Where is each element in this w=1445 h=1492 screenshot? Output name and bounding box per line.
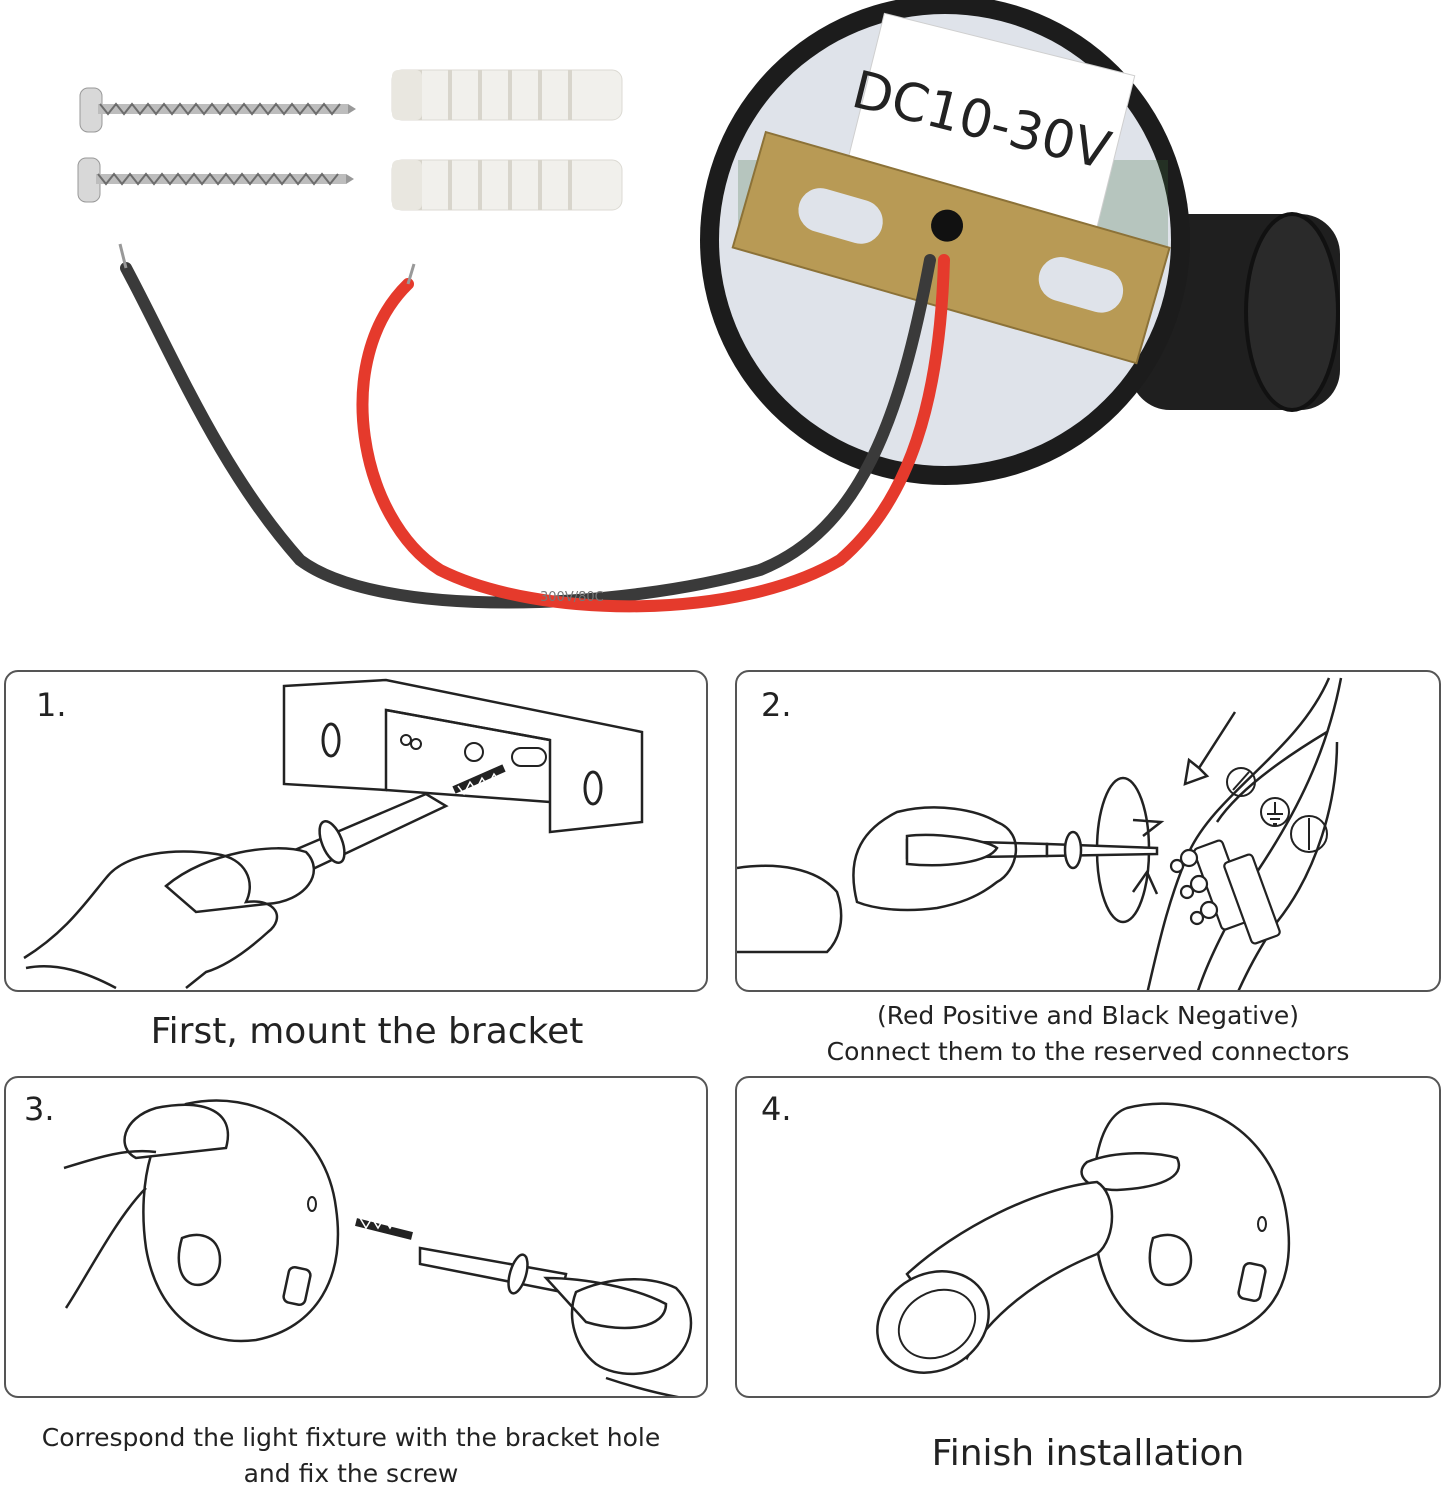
wall-anchor-icon (391, 159, 623, 211)
caption-line: First, mount the bracket (150, 1011, 584, 1052)
step-2-panel: 2. (735, 670, 1441, 992)
caption-line: Correspond the light fixture with the br… (41, 1423, 661, 1452)
wire-print: 300V/80C (540, 590, 604, 605)
step-number: 4. (761, 1090, 792, 1128)
step-number: 1. (36, 686, 67, 724)
step-4-caption: Finish installation (735, 1432, 1441, 1476)
screw-icon (79, 87, 356, 133)
caption-line: Connect them to the reserved connectors (826, 1037, 1350, 1066)
step-4-illustration (876, 1102, 1291, 1374)
step-1-panel: 1. (4, 670, 708, 992)
step-3-illustration (63, 1099, 693, 1396)
step-number: 3. (24, 1090, 55, 1128)
screw-icon (77, 157, 354, 203)
black-wire (120, 254, 936, 609)
caption-line: (Red Positive and Black Negative) (876, 1001, 1300, 1030)
red-wire (356, 254, 950, 613)
caption-line: and fix the screw (243, 1459, 459, 1488)
step-2-illustration (737, 677, 1343, 990)
caption-line: Finish installation (931, 1433, 1245, 1474)
step-3-caption: Correspond the light fixture with the br… (0, 1420, 702, 1492)
step-4-panel: 4. (735, 1076, 1441, 1398)
step-2-caption: (Red Positive and Black Negative) Connec… (735, 998, 1441, 1070)
product-photo: DC10-30V 300V/80C (77, 0, 1340, 613)
wall-anchor-icon (391, 69, 623, 121)
light-fixture: DC10-30V (700, 0, 1340, 485)
step-number: 2. (761, 686, 792, 724)
step-1-caption: First, mount the bracket (4, 1010, 730, 1054)
step-3-panel: 3. (4, 1076, 708, 1398)
step-1-illustration (23, 678, 644, 990)
